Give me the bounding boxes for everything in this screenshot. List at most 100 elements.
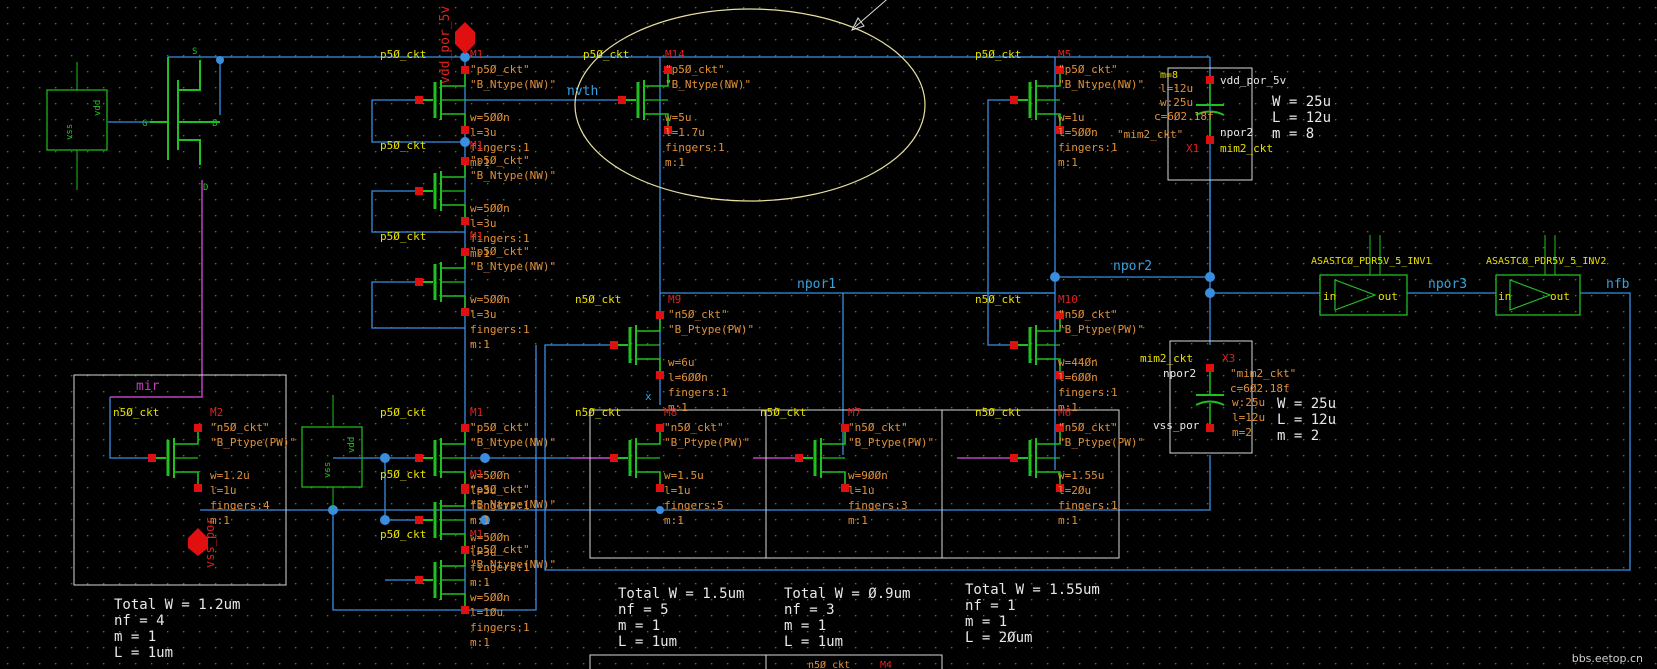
mos-m9-model: "n5Ø_ckt" [668,308,728,321]
pmos-col-2-m: m:1 [470,338,490,351]
svg-text:n5Ø_ckt: n5Ø_ckt [808,659,850,669]
mos-m9-l: l=6ØØn [668,371,708,384]
mos-m2-cell: n5Ø_ckt [113,406,159,419]
mos-m10-w: w=44Øn [1058,356,1098,369]
pmos-col-4-model: "p5Ø_ckt" [470,483,530,496]
mir-net [110,180,1015,459]
mos-m2-w: w=1.2u [210,469,250,482]
pin-s-label: S [192,47,197,57]
x1-pin-top: vdd_por_5v [1220,74,1287,87]
mos-m14-l: l=1.7u [665,126,705,139]
x1-p1: m=8 [1160,70,1178,81]
mos-m2-model: "n5Ø_ckt" [210,421,270,434]
mos-m7-type: "B_Ptype(PW)" [848,436,934,449]
x3-p3: l=12u [1232,411,1265,424]
inv1-name: ASASTCØ_PDR5V_5_INV1 [1311,255,1431,267]
net-x-label: x [645,390,652,403]
mos-m7-m: m:1 [848,514,868,527]
mos-m5-fingers: fingers:1 [1058,141,1118,154]
pmos-col-1-cell: p5Ø_ckt [380,139,426,152]
instance-boxes [73,67,1253,669]
svg-text:L = 1um: L = 1um [618,634,677,650]
inverter-1[interactable]: ASASTCØ_PDR5V_5_INV1 in out [1311,235,1431,316]
net-mir-label: mir [136,379,160,394]
capacitor-x3[interactable]: mim2_ckt X3 npor2 vss_por "mim2_ckt" c=6… [1140,352,1336,444]
pmos-col-2-type: "B_Ntype(NW)" [470,260,556,273]
svg-text:Total W = Ø.9um: Total W = Ø.9um [784,586,910,602]
mos-m6-inst: M6 [1058,406,1071,419]
m4-partial: n5Ø_ckt M4 [808,659,892,669]
mos-m5-type: "B_Ntype(NW)" [1058,78,1144,91]
src-vss-label: vss [65,124,75,140]
mos-m9-m: m:1 [668,401,688,414]
net-npor2-label: npor2 [1113,259,1152,274]
mos-m14-fingers: fingers:1 [665,141,725,154]
x3-summary-w: W = 25u [1277,396,1336,412]
mos-m10-l: l=6ØØn [1058,371,1098,384]
x1-summary-w: W = 25u [1272,94,1331,110]
pmos-col-4-w: w=5ØØn [470,531,510,544]
mos-m7-inst: M7 [848,406,861,419]
pmos-col-2-inst: M1 [470,230,483,243]
inverter-2[interactable]: ASASTCØ_PDR5V_5_INV2 in out [1486,235,1606,316]
svg-text:Total W = 1.5um: Total W = 1.5um [618,586,744,602]
top-left-pmos-symbol[interactable]: S G B D [142,47,220,193]
pmos-col-5-fingers: fingers:1 [470,621,530,634]
pmos-col-5-type: "B_Ntype(NW)" [470,558,556,571]
inv1-out: out [1378,290,1398,303]
inv2-in: in [1498,290,1511,303]
mos-m6-cell: n5Ø_ckt [975,406,1021,419]
summary-m6: Total W = 1.55um nf = 1 m = 1 L = 2Øum [965,582,1100,646]
net-nfb-label: nfb [1606,277,1630,292]
mos-m8-cell: n5Ø_ckt [575,406,621,419]
mos-m6-l: l=2Øu [1058,484,1091,497]
mos-m14-cell: p5Ø_ckt [583,48,629,61]
mos-m6-type: "B_Ptype(PW)" [1058,436,1144,449]
x3-pin-bot: vss_por [1153,419,1200,432]
watermark: bbs.eetop.cn [1571,652,1643,665]
svg-text:m = 1: m = 1 [965,614,1007,630]
mos-m8-l: l=1u [664,484,691,497]
mos-m10-m: m:1 [1058,401,1078,414]
vdd-por-5v-pin[interactable]: vdd_por_5v [438,6,475,84]
mos-m10-type: "B_Ptype(PW)" [1058,323,1144,336]
mos-m10-cell: n5Ø_ckt [975,293,1021,306]
pmos-col-3-l: l=3u [470,484,497,497]
net-npor1-label: npor1 [797,277,836,292]
src2-vss-label: vss [323,462,333,478]
pin-b-label: B [212,119,217,129]
mos-m9-cell: n5Ø_ckt [575,293,621,306]
x3-p2: w:25u [1232,396,1265,409]
pmos-col-4-type: "B_Ntype(NW)" [470,498,556,511]
mos-m5-cell: p5Ø_ckt [975,48,1021,61]
vss-por-pin[interactable]: vss_por [188,517,217,568]
pmos-col-2-cell: p5Ø_ckt [380,230,426,243]
capacitor-x1[interactable]: m=8 l=12u w:25u c=6Ø2.18f "mim2_ckt" vdd… [1117,70,1331,155]
pmos-col-3-m: m:1 [470,514,490,527]
vdd-por-5v-label: vdd_por_5v [438,6,453,84]
vdd-source-topleft[interactable]: vdd vss [46,62,108,190]
vdd-source-left[interactable]: vdd vss [301,395,363,510]
mos-m8-type: "B_Ptype(PW)" [664,436,750,449]
net-npor3-label: npor3 [1428,277,1467,292]
mos-m5-l: l=5ØØn [1058,126,1098,139]
highlight-ellipse [574,8,926,202]
summary-m7: Total W = Ø.9um nf = 3 m = 1 L = 1um [784,586,910,650]
pmos-col-1-fingers: fingers:1 [470,232,530,245]
